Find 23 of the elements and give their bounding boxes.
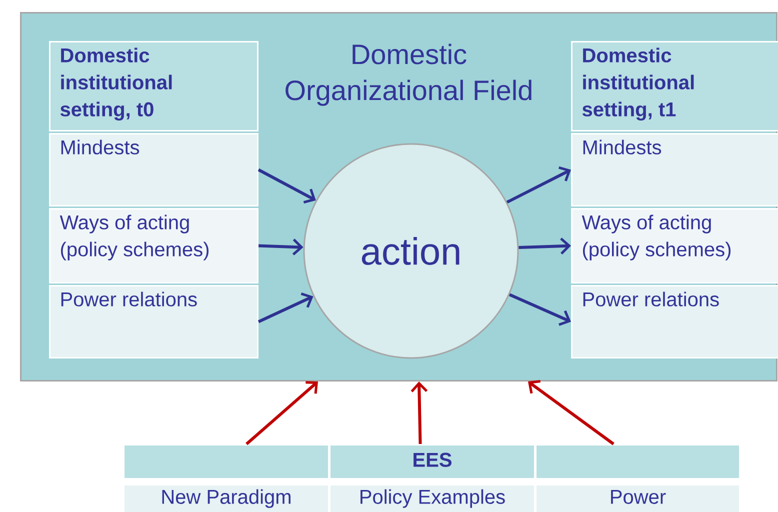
table-header-cell: EES bbox=[329, 444, 536, 480]
arrow bbox=[518, 238, 571, 254]
table-header-cell: Domestic institutional setting, t1 bbox=[571, 41, 778, 132]
table-cell: Ways of acting (policy schemes) bbox=[49, 208, 258, 284]
arrow bbox=[506, 166, 571, 204]
table-cell: Policy Examples bbox=[329, 484, 536, 512]
table-header-cell bbox=[535, 444, 740, 480]
table-cell: Power bbox=[535, 484, 740, 512]
arrow bbox=[246, 381, 318, 446]
arrow bbox=[258, 238, 304, 256]
arrow bbox=[258, 168, 316, 204]
arrow bbox=[528, 380, 614, 446]
table-header-cell: Domestic institutional setting, t0 bbox=[49, 41, 258, 132]
table-header-cell bbox=[123, 444, 330, 480]
table-cell: Ways of acting (policy schemes) bbox=[571, 208, 778, 284]
table-cell: Power relations bbox=[571, 285, 778, 358]
table-cell: New Paradigm bbox=[123, 484, 330, 512]
arrow bbox=[258, 292, 314, 324]
arrow bbox=[410, 382, 428, 444]
table-cell: Power relations bbox=[49, 285, 258, 358]
table-cell: Mindests bbox=[571, 133, 778, 206]
arrow bbox=[508, 293, 571, 326]
table-cell: Mindests bbox=[49, 133, 258, 206]
